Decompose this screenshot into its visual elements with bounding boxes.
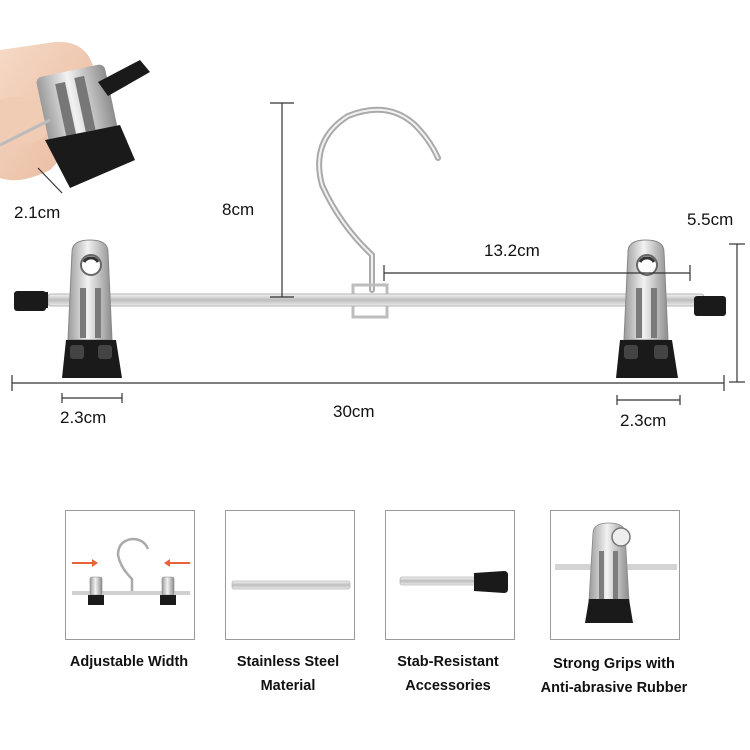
total-length-label: 30cm xyxy=(333,402,375,421)
feature-label-stab-resistant: Stab-Resistant Accessories xyxy=(397,654,499,694)
hanger-diagram xyxy=(0,41,745,405)
feature-label-adjustable-width: Adjustable Width xyxy=(69,654,189,670)
hanger-bar xyxy=(47,293,705,307)
hand-clip-photo xyxy=(0,41,150,188)
feature-label-stainless-steel: Stainless Steel Material xyxy=(236,654,340,694)
left-clip-label: 2.3cm xyxy=(60,408,107,427)
right-clip-label: 2.3cm xyxy=(620,411,667,430)
clip-width-label: 2.1cm xyxy=(14,203,61,222)
feature-label-strong-grips: Strong Grips with Anti-abrasive Rubber xyxy=(540,656,688,696)
feature-adjustable-width-image xyxy=(65,510,195,640)
right-clip xyxy=(616,239,678,378)
left-clip xyxy=(62,239,122,378)
feature-stab-resistant-image xyxy=(385,510,515,640)
clip-width-line xyxy=(37,167,63,194)
feature-strong-grips-image xyxy=(550,510,680,640)
hook-height-label: 8cm xyxy=(222,200,255,219)
right-end-cap xyxy=(694,296,726,316)
arrow-right-icon xyxy=(72,559,98,567)
arrow-left-icon xyxy=(164,559,190,567)
hanger-hook xyxy=(316,106,441,319)
feature-stainless-steel-image xyxy=(225,510,355,640)
total-height-label: 5.5cm xyxy=(687,210,734,229)
half-span-label: 13.2cm xyxy=(484,241,540,260)
